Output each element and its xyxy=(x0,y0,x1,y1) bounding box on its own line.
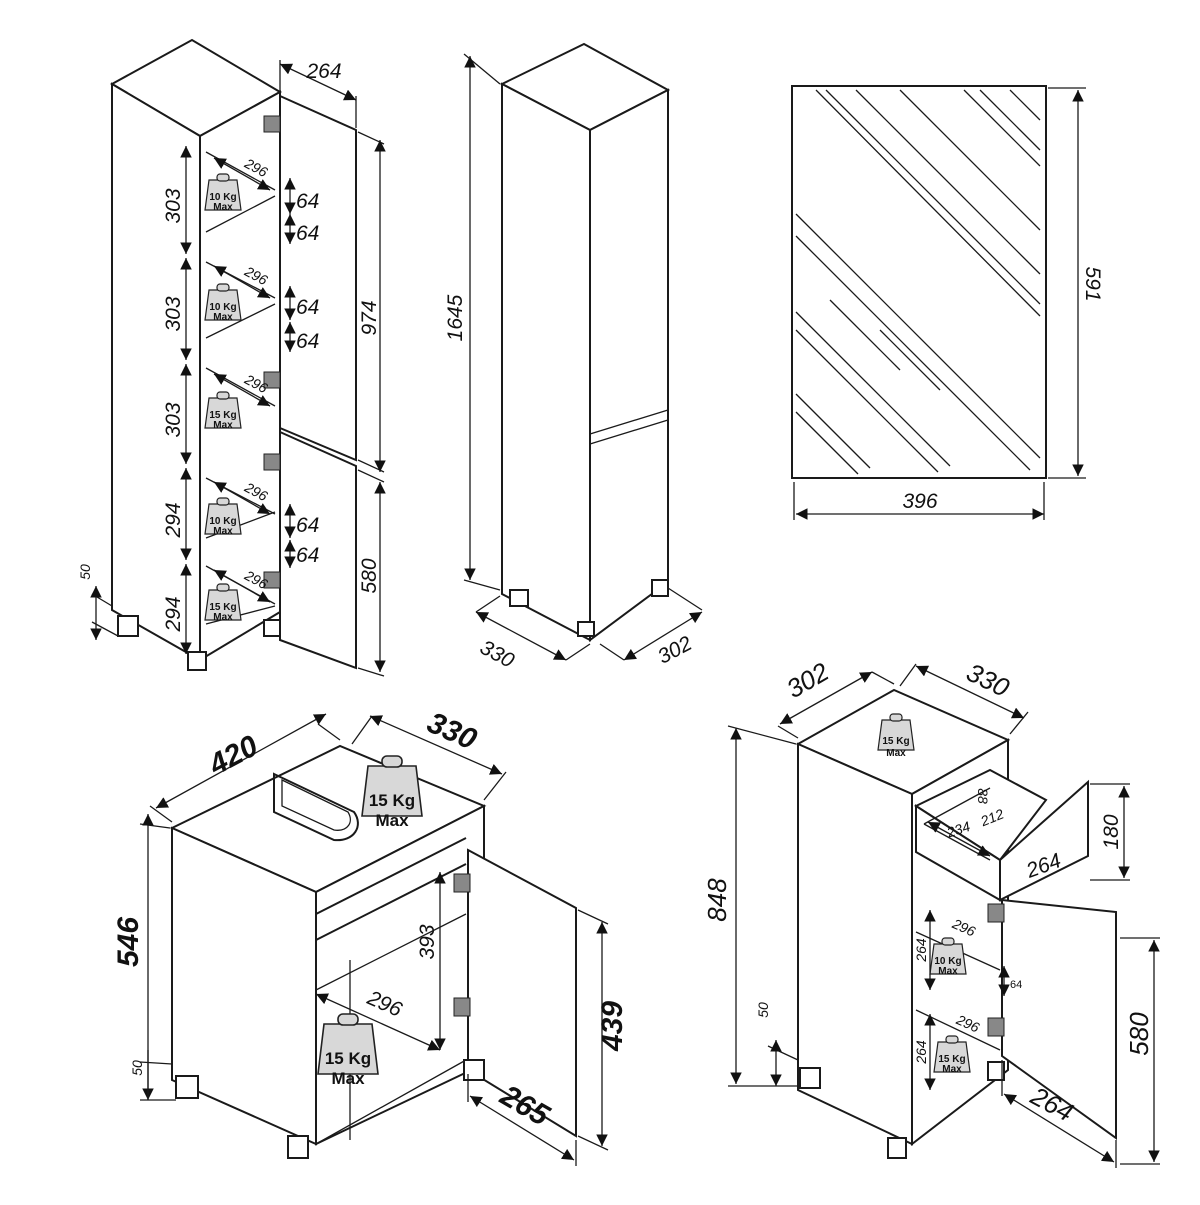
tall-load-max-4: Max xyxy=(213,526,233,537)
sink-inner-height: 393 xyxy=(416,924,439,959)
small-shelf-step: 64 xyxy=(1010,979,1022,991)
small-leg-height: 50 xyxy=(755,1002,771,1018)
tall-leg-height: 50 xyxy=(77,564,93,580)
tall-cabinet-open-view: 10 Kg Max 10 Kg Max 15 Kg Max 10 Kg Max … xyxy=(77,38,386,677)
mirror-width: 396 xyxy=(902,490,937,513)
small-top-load: 15 Kg xyxy=(882,736,909,747)
mirror-view: 396 591 xyxy=(791,85,1104,520)
tall-lower-door-height: 580 xyxy=(358,558,381,593)
sink-top-load: 15 Kg xyxy=(369,791,415,810)
tall-total-height: 1645 xyxy=(444,294,467,341)
sink-leg-height: 50 xyxy=(129,1060,145,1076)
tall-cabinet-closed-view: 1645 330 302 xyxy=(444,42,703,673)
small-door-height: 580 xyxy=(1124,1012,1154,1056)
small-drawer-height: 180 xyxy=(1100,814,1123,849)
tall-compartment-2: 303 xyxy=(162,296,185,331)
tall-load-label-3: 15 Kg xyxy=(209,410,236,421)
sink-door-height: 439 xyxy=(596,1001,629,1052)
small-width: 302 xyxy=(781,656,834,704)
tall-step-3a: 64 xyxy=(296,514,319,537)
tall-load-max-2: Max xyxy=(213,312,233,323)
sink-bottom-load-max: Max xyxy=(331,1069,365,1088)
tall-compartment-3: 303 xyxy=(162,402,185,437)
small-drawer-inner-depth: 234 xyxy=(944,818,972,841)
tall-step-2a: 64 xyxy=(296,296,319,319)
sink-bottom-load: 15 Kg xyxy=(325,1049,371,1068)
tall-upper-door-height: 974 xyxy=(358,300,381,335)
tall-load-label-2: 10 Kg xyxy=(209,302,236,313)
sink-cabinet-view: 15 Kg Max 15 Kg Max 420 330 546 50 393 2… xyxy=(112,706,629,1166)
tall-load-max-3: Max xyxy=(213,420,233,431)
sink-height: 546 xyxy=(112,917,145,967)
mirror-height: 591 xyxy=(1081,266,1104,301)
tall-load-max-5: Max xyxy=(213,612,233,623)
small-top-load-max: Max xyxy=(886,748,906,759)
sink-top-load-max: Max xyxy=(375,811,409,830)
small-cabinet-view: 15 Kg Max 10 Kg Max 15 Kg Max 88 234 212… xyxy=(702,656,1160,1168)
small-height: 848 xyxy=(702,878,732,922)
tall-step-1b: 64 xyxy=(296,222,319,245)
tall-door-width: 264 xyxy=(305,60,341,83)
small-shelf2-load: 15 Kg xyxy=(938,1054,965,1065)
tall-step-3b: 64 xyxy=(296,544,319,567)
small-drawer-inner-height: 88 xyxy=(975,788,991,804)
tall-step-1a: 64 xyxy=(296,190,319,213)
small-shelf1-load-max: Max xyxy=(938,966,958,977)
sink-depth: 330 xyxy=(422,706,481,757)
tall-compartment-5: 294 xyxy=(162,596,185,632)
small-shelf1-load: 10 Kg xyxy=(934,956,961,967)
small-shelf2-load-max: Max xyxy=(942,1064,962,1075)
tall-compartment-4: 294 xyxy=(162,502,185,538)
tall-step-2b: 64 xyxy=(296,330,319,353)
tall-load-label-5: 15 Kg xyxy=(209,602,236,613)
sink-width: 420 xyxy=(203,729,264,782)
small-compartment-1: 264 xyxy=(913,938,929,963)
tall-load-max-1: Max xyxy=(213,202,233,213)
tall-load-label-4: 10 Kg xyxy=(209,516,236,527)
tall-depth: 330 xyxy=(476,636,518,673)
tall-load-label-1: 10 Kg xyxy=(209,192,236,203)
small-depth: 330 xyxy=(962,657,1015,703)
tall-compartment-1: 303 xyxy=(162,188,185,223)
small-compartment-2: 264 xyxy=(913,1040,929,1065)
